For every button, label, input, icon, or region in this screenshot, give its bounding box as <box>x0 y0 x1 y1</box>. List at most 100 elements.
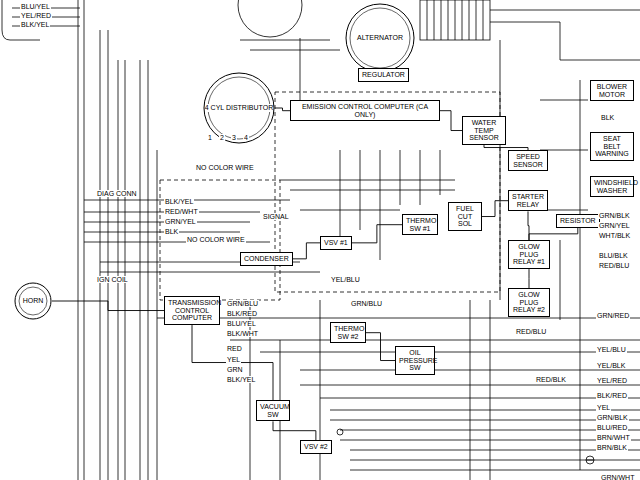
regulator-box: REGULATOR <box>358 68 409 82</box>
note-label: DIAG CONN <box>96 190 138 197</box>
valve-box: VSV #2 <box>300 440 332 454</box>
component-name: CONDENSER <box>244 255 289 263</box>
component-name: WINDSHIELD WASHER <box>594 179 630 194</box>
wire-connector <box>275 108 290 111</box>
pin-number: 1 <box>207 134 213 141</box>
wire-color-label: YEL <box>226 356 241 363</box>
wire-color-label: GRN/BLK <box>598 212 631 219</box>
note-label: NO COLOR WIRE <box>195 164 255 171</box>
note-label: IGN COIL <box>96 276 129 283</box>
wire-color-label: YEL/RED <box>596 377 628 384</box>
distributor-symbol: 4 CYL DISTRIBUTOR <box>203 72 275 144</box>
wire-connector <box>529 269 530 288</box>
switch-box: VACUUM SW <box>256 400 290 421</box>
wire-color-label: YEL/BLK <box>596 362 626 369</box>
wire-connector <box>529 228 578 240</box>
component-name: GLOW PLUG RELAY #2 <box>512 291 546 314</box>
pin-number: 3 <box>231 134 237 141</box>
wire-color-label: YEL/BLU <box>330 276 361 283</box>
wire-color-label: GRN/BLU <box>226 300 259 307</box>
sensor-box: SPEED SENSOR <box>508 150 548 171</box>
sensor-box: WATER TEMP SENSOR <box>462 116 506 145</box>
wire-connector <box>192 325 273 400</box>
component-name: STARTER RELAY <box>512 193 544 208</box>
component-name: RESISTOR <box>560 217 596 225</box>
component-name: VSV #2 <box>304 443 328 451</box>
wire-color-label: GRN/YEL <box>598 222 631 229</box>
wire-color-label: BLK <box>600 114 615 121</box>
wire-color-label: BLK/WHT <box>226 330 259 337</box>
wire-color-label: RED/BLU <box>598 262 630 269</box>
resistor-box: RESISTOR <box>556 214 600 228</box>
component-name: FUEL CUT SOL <box>452 205 478 228</box>
alternator-symbol: ALTERNATOR <box>345 3 415 73</box>
wire-color-label: BLK/YEL <box>164 198 194 205</box>
wire-color-label: BLU/YEL <box>20 3 51 10</box>
component-name: GLOW PLUG RELAY #1 <box>512 243 546 266</box>
component-name: 4 CYL DISTRIBUTOR <box>205 104 273 112</box>
condenser-box: CONDENSER <box>240 252 293 266</box>
wire-color-label: RED/BLU <box>515 328 547 335</box>
wire-color-label: GRN/BLU <box>350 300 383 307</box>
computer-box: EMISSION CONTROL COMPUTER (CA ONLY) <box>290 100 440 121</box>
valve-box: VSV #1 <box>320 236 352 250</box>
relay-box: GLOW PLUG RELAY #2 <box>508 288 550 317</box>
component-name: HORN <box>23 297 44 305</box>
component-name: ALTERNATOR <box>357 34 403 42</box>
wire-color-label: GRN/WHT <box>600 474 635 480</box>
note-label: NO COLOR WIRE <box>186 236 246 243</box>
wire-connector <box>352 225 402 243</box>
wire-color-label: RED <box>226 345 243 352</box>
wire-color-label: YEL <box>596 404 611 411</box>
wire-color-label: WHT/BLK <box>598 232 631 239</box>
component-name: VSV #1 <box>324 239 348 247</box>
wire-color-label: RED/WHT <box>164 208 199 215</box>
relay-box: GLOW PLUG RELAY #1 <box>508 240 550 269</box>
component-name: SEAT BELT WARNING <box>594 135 630 158</box>
wire-color-label: BLU/BLK <box>598 252 629 259</box>
wire-color-label: BLK <box>164 228 179 235</box>
warning-box: SEAT BELT WARNING <box>590 132 634 161</box>
component-name: TRANSMISSION CONTROL COMPUTER <box>168 299 216 322</box>
wire-connector <box>293 243 320 259</box>
component-name: OIL PRESSURE SW <box>399 349 431 372</box>
note-label: SIGNAL <box>262 213 290 220</box>
motor-box: BLOWER MOTOR <box>590 80 634 101</box>
wire-color-label: BLK/YEL <box>20 21 50 28</box>
solenoid-box: FUEL CUT SOL <box>448 202 482 231</box>
wire-connector <box>366 333 395 361</box>
component-name: REGULATOR <box>362 71 405 79</box>
component-name: THERMO SW #1 <box>406 217 434 232</box>
wire-color-label: BRN/WHT <box>596 434 631 441</box>
wire-color-label: GRN <box>226 366 244 373</box>
component-name: BLOWER MOTOR <box>594 83 630 98</box>
component-name: WATER TEMP SENSOR <box>466 119 502 142</box>
component-name: EMISSION CONTROL COMPUTER (CA ONLY) <box>294 103 436 118</box>
switch-box: THERMO SW #1 <box>402 214 438 235</box>
wire-color-label: BLK/RED <box>596 392 628 399</box>
wire-color-label: GRN/YEL <box>164 218 197 225</box>
computer-box: TRANSMISSION CONTROL COMPUTER <box>164 296 220 325</box>
component-name: SPEED SENSOR <box>512 153 544 168</box>
horn-symbol: HORN <box>14 282 52 320</box>
wire-connector <box>440 111 462 131</box>
wire-connector <box>52 301 164 311</box>
switch-box: THERMO SW #2 <box>330 322 366 343</box>
wire-color-label: BRN/BLK <box>596 444 628 451</box>
wire-color-label: BLU/YEL <box>226 320 257 327</box>
wire-color-label: BLU/RED <box>596 424 628 431</box>
switch-box: OIL PRESSURE SW <box>395 346 435 375</box>
wire-color-label: RED/BLK <box>535 376 567 383</box>
component-name: VACUUM SW <box>260 403 286 418</box>
pin-number: 4 <box>243 134 249 141</box>
pin-number: 2 <box>219 134 225 141</box>
wire-color-label: YEL/RED <box>20 12 52 19</box>
wire-color-label: GRN/RED <box>596 312 630 319</box>
washer-box: WINDSHIELD WASHER <box>590 176 634 197</box>
wire-connector <box>273 421 316 440</box>
wire-connector <box>482 201 508 217</box>
wire-color-label: BLK/YEL <box>226 376 256 383</box>
wire-color-label: BLK/RED <box>226 310 258 317</box>
component-name: THERMO SW #2 <box>334 325 362 340</box>
relay-box: STARTER RELAY <box>508 190 548 211</box>
